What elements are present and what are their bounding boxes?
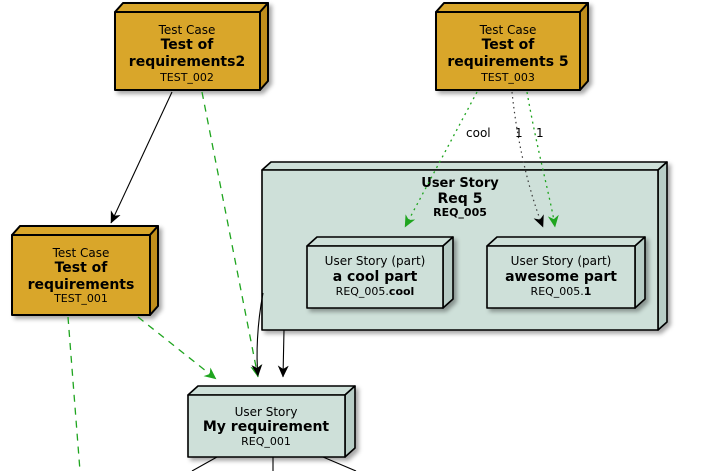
node-user-story-req001: User Story My requirement REQ_001 [187,385,356,458]
box-top-face [114,2,269,13]
node-id: TEST_003 [480,71,535,84]
node-test-case-003: Test Case Test of requirements 5 TEST_00… [435,2,589,91]
node-name-line2: requirements [28,277,135,293]
box-top-face [306,236,454,247]
box-right-face [442,236,454,309]
box-right-face [579,2,589,91]
node-stereotype: User Story [235,405,298,419]
node-name-line1: Test of [482,37,536,53]
box-top-face [187,385,356,396]
edge-req001-offscreen-right [322,456,357,471]
node-name-line1: Test of [161,37,215,53]
box-front-face [435,11,581,91]
node-stereotype: Test Case [479,23,537,37]
box-front-face [187,394,346,458]
box-top-face [435,2,589,13]
node-name-line2: requirements 5 [447,54,568,70]
edge-test003-awesome-part-green [526,91,559,228]
node-test-case-002: Test Case Test of requirements2 TEST_002 [114,2,269,91]
node-stereotype: Test Case [158,23,216,37]
node-id: REQ_005.1 [531,285,592,298]
edge-test003-awesome-part-black [511,91,544,228]
node-id: REQ_005.cool [336,285,415,298]
node-stereotype: User Story (part) [511,254,612,268]
node-user-story-part-1: User Story (part) awesome part REQ_005.1 [486,236,646,309]
node-id: TEST_001 [53,292,108,305]
node-test-case-001: Test Case Test of requirements TEST_001 [11,225,159,316]
node-id: REQ_001 [241,435,291,448]
box-right-face [657,161,668,331]
edge-req001-offscreen-left [191,456,218,471]
node-id-suffix: 1 [584,285,592,298]
edge-label-1-green: 1 [536,126,544,140]
box-right-face [149,225,159,316]
edge-label-cool: cool [466,126,491,140]
box-right-face [344,385,356,458]
edge-label-1-black: 1 [515,126,523,140]
box-top-face [486,236,646,247]
node-name: awesome part [505,269,617,285]
box-right-face [634,236,646,309]
node-name-line1: Test of [55,260,109,276]
box-top-face [261,161,668,171]
node-name: a cool part [333,269,418,285]
node-id: REQ_005 [433,206,487,219]
box-top-face [11,225,159,236]
node-name: My requirement [203,419,330,435]
node-id-prefix: REQ_005. [336,285,389,298]
edge-test002-test001 [110,91,173,224]
node-name: Req 5 [438,191,483,207]
box-front-face [114,11,261,91]
box-front-face [306,245,444,309]
node-id-prefix: REQ_005. [531,285,584,298]
node-stereotype: Test Case [52,246,110,260]
edge-req005-req001-left [251,292,264,377]
box-front-face [11,234,151,316]
node-id-suffix: cool [389,285,414,298]
edge-req005-req001-right [277,329,289,378]
node-user-story-part-cool: User Story (part) a cool part REQ_005.co… [306,236,454,309]
node-id: TEST_002 [159,71,214,84]
edge-test002-req001 [201,91,262,378]
node-stereotype: User Story (part) [325,254,426,268]
edge-test003-cool-part [404,91,478,228]
node-stereotype: User Story [421,176,499,191]
edge-test001-req001 [137,316,217,380]
node-name-line2: requirements2 [129,54,245,70]
box-right-face [259,2,269,91]
box-front-face [486,245,636,309]
